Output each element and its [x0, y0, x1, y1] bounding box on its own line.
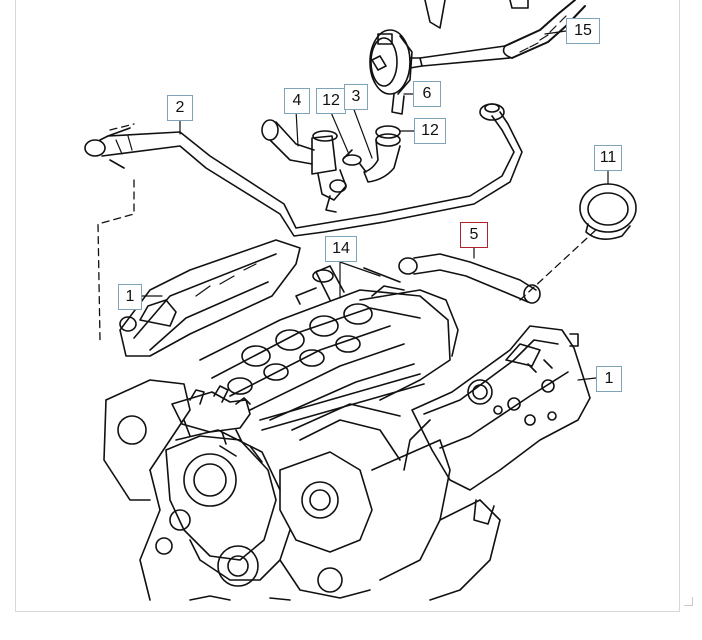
diagram-canvas — [15, 0, 680, 612]
leader-lines — [140, 30, 609, 381]
callout-11[interactable]: 11 — [594, 145, 622, 171]
hose-15 — [424, 0, 586, 59]
hose-5 — [398, 253, 541, 304]
callout-2[interactable]: 2 — [167, 95, 193, 121]
hose-4 — [261, 119, 347, 213]
hose-2 — [84, 103, 523, 237]
callout-12-lower[interactable]: 12 — [414, 118, 446, 144]
callout-6[interactable]: 6 — [413, 81, 441, 107]
callout-14[interactable]: 14 — [325, 236, 357, 262]
callout-4[interactable]: 4 — [284, 88, 310, 114]
valve-6 — [369, 29, 511, 115]
cylinder-head-cover-left — [119, 239, 301, 357]
cylinder-head-cover-right — [411, 325, 591, 525]
callout-15[interactable]: 15 — [566, 18, 600, 44]
seal-ring-11 — [579, 183, 637, 240]
hose-3 — [342, 125, 401, 183]
callout-3[interactable]: 3 — [344, 84, 368, 110]
callout-5[interactable]: 5 — [460, 222, 488, 248]
callout-12-upper[interactable]: 12 — [316, 88, 346, 114]
callout-1-left[interactable]: 1 — [118, 284, 142, 310]
resize-corner — [684, 597, 693, 606]
callout-1-right[interactable]: 1 — [596, 366, 622, 392]
engine-block — [103, 379, 501, 601]
fuel-rail — [171, 373, 425, 445]
intake-manifold — [199, 265, 459, 421]
